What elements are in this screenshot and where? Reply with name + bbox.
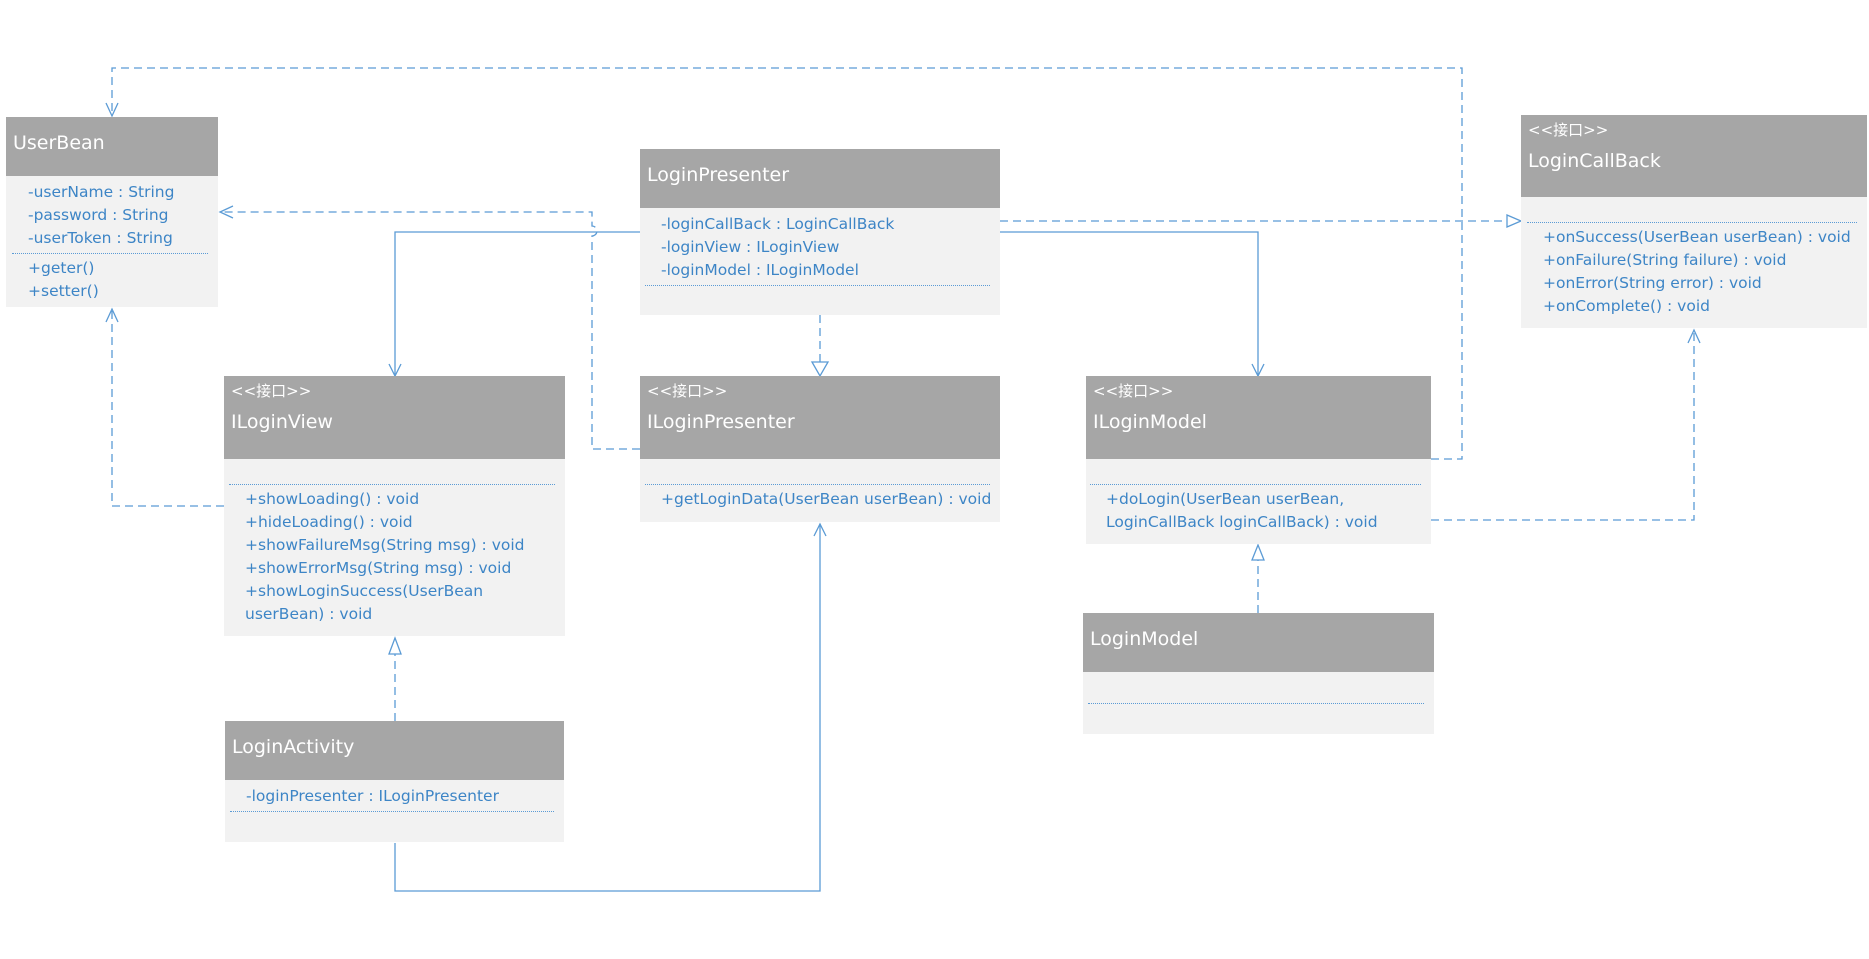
method: LoginCallBack loginCallBack) : void: [1106, 513, 1378, 531]
class-iloginview: <<接口>> ILoginView +showLoading() : void …: [224, 376, 565, 636]
class-header: <<接口>> ILoginPresenter: [640, 376, 1000, 459]
class-name: ILoginView: [231, 411, 333, 433]
class-name: ILoginModel: [1093, 411, 1207, 433]
stereotype-label: <<接口>>: [1093, 382, 1174, 400]
class-body: +doLogin(UserBean userBean, LoginCallBac…: [1086, 459, 1431, 534]
class-name: LoginPresenter: [647, 164, 790, 186]
attribute: -loginModel : ILoginModel: [661, 261, 859, 279]
hollow-triangle-iloginview: [388, 636, 402, 655]
compartment-separator: [229, 484, 555, 485]
class-body: [1083, 672, 1434, 704]
attribute: -loginCallBack : LoginCallBack: [661, 215, 895, 233]
class-name: UserBean: [13, 132, 105, 154]
compartment-separator: [1527, 222, 1857, 223]
method: +showLoading() : void: [245, 490, 420, 508]
compartment-separator: [12, 253, 208, 254]
class-loginactivity: LoginActivity -loginPresenter : ILoginPr…: [225, 721, 564, 842]
compartment-separator: [1088, 703, 1424, 704]
dependency-iloginmodel-to-userbean: [111, 67, 1463, 460]
attribute: -userToken : String: [28, 229, 173, 247]
method: userBean) : void: [245, 605, 373, 623]
open-arrowhead-userbean-bottom: [105, 307, 119, 323]
class-name: ILoginPresenter: [647, 411, 795, 433]
method: +showLoginSuccess(UserBean: [245, 582, 484, 600]
stereotype-label: <<接口>>: [1528, 121, 1609, 139]
class-name: LoginModel: [1090, 628, 1199, 650]
class-iloginmodel: <<接口>> ILoginModel +doLogin(UserBean use…: [1086, 376, 1431, 544]
class-body: +getLoginData(UserBean userBean) : void: [640, 459, 1000, 511]
dependency-iloginmodel-to-logincallback: [1431, 330, 1695, 521]
dependency-iloginpresenter-to-userbean: [220, 211, 640, 450]
open-arrowhead-logincallback-bottom: [1687, 328, 1701, 344]
method: +showFailureMsg(String msg) : void: [245, 536, 525, 554]
compartment-separator: [230, 811, 554, 812]
hollow-triangle-logincallback: [1506, 214, 1523, 228]
association-presenter-to-iloginview: [394, 231, 640, 376]
method: +onSuccess(UserBean userBean) : void: [1543, 228, 1851, 246]
class-name: LoginActivity: [232, 736, 355, 758]
class-name: LoginCallBack: [1528, 150, 1661, 172]
class-body: -loginPresenter : ILoginPresenter: [225, 780, 564, 812]
class-header: <<接口>> ILoginView: [224, 376, 565, 459]
attribute: -password : String: [28, 206, 169, 224]
method: +onComplete() : void: [1543, 297, 1710, 315]
class-logincallback: <<接口>> LoginCallBack +onSuccess(UserBean…: [1521, 115, 1867, 328]
compartment-separator: [645, 484, 990, 485]
class-header: LoginModel: [1083, 613, 1434, 672]
class-iloginpresenter: <<接口>> ILoginPresenter +getLoginData(Use…: [640, 376, 1000, 522]
method: +setter(): [28, 282, 99, 300]
association-activity-to-iloginpresenter: [394, 524, 821, 892]
class-header: <<接口>> ILoginModel: [1086, 376, 1431, 459]
class-body: +showLoading() : void +hideLoading() : v…: [224, 459, 565, 626]
open-arrowhead-userbean-top: [105, 102, 119, 118]
attribute: -loginPresenter : ILoginPresenter: [246, 787, 499, 805]
association-presenter-to-iloginmodel: [1000, 231, 1259, 376]
method: +hideLoading() : void: [245, 513, 413, 531]
stereotype-label: <<接口>>: [647, 382, 728, 400]
method: +doLogin(UserBean userBean,: [1106, 490, 1345, 508]
class-body: +onSuccess(UserBean userBean) : void +on…: [1521, 197, 1867, 318]
class-header: LoginActivity: [225, 721, 564, 780]
hollow-triangle-iloginpresenter: [810, 361, 830, 378]
stereotype-label: <<接口>>: [231, 382, 312, 400]
dependency-iloginview-to-userbean: [111, 309, 224, 507]
hollow-triangle-iloginmodel: [1251, 543, 1265, 561]
method: +geter(): [28, 259, 95, 277]
class-userbean: UserBean -userName : String -password : …: [6, 117, 218, 307]
class-loginpresenter: LoginPresenter -loginCallBack : LoginCal…: [640, 149, 1000, 315]
class-body: -loginCallBack : LoginCallBack -loginVie…: [640, 208, 1000, 286]
open-arrowhead-userbean-side: [218, 205, 234, 219]
class-header: <<接口>> LoginCallBack: [1521, 115, 1867, 197]
class-header: UserBean: [6, 117, 218, 176]
compartment-separator: [1090, 484, 1421, 485]
class-header: LoginPresenter: [640, 149, 1000, 208]
method: +showErrorMsg(String msg) : void: [245, 559, 512, 577]
class-body: -userName : String -password : String -u…: [6, 176, 218, 303]
compartment-separator: [645, 285, 990, 286]
open-arrowhead-iloginpresenter: [813, 522, 827, 537]
method: +getLoginData(UserBean userBean) : void: [661, 490, 992, 508]
attribute: -userName : String: [28, 183, 175, 201]
attribute: -loginView : ILoginView: [661, 238, 840, 256]
method: +onError(String error) : void: [1543, 274, 1762, 292]
method: +onFailure(String failure) : void: [1543, 251, 1787, 269]
class-loginmodel: LoginModel: [1083, 613, 1434, 734]
